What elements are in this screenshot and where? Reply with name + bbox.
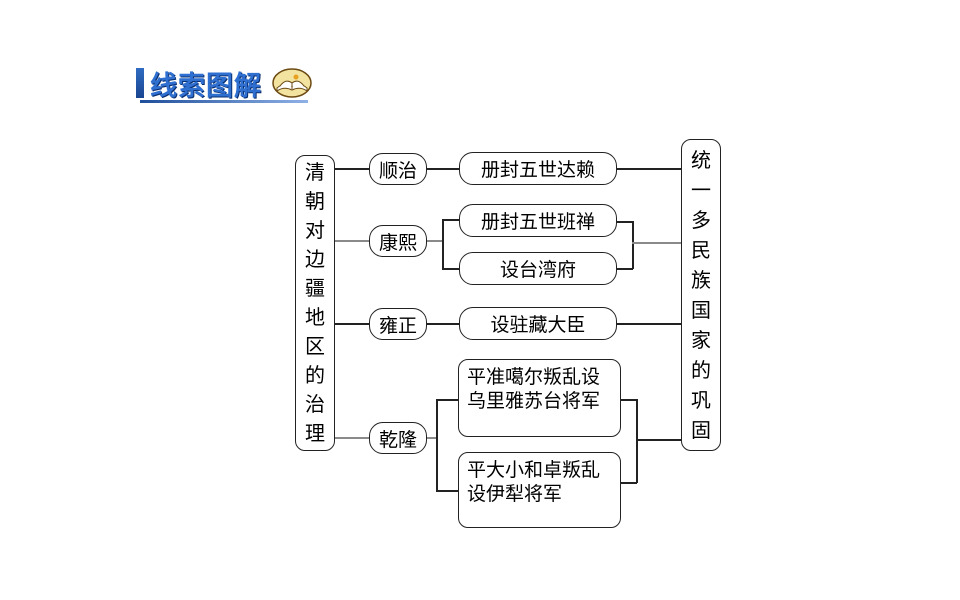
connector-kangxi-bracket [427, 240, 443, 242]
emperor-qianlong: 乾隆 [369, 422, 427, 454]
section-header: 线索图解 [136, 64, 316, 104]
header-underline [140, 100, 308, 103]
emperor-shunzhi: 顺治 [369, 153, 427, 185]
emperor-kangxi: 康熙 [369, 225, 427, 257]
header-accent-bar [136, 68, 144, 98]
connector-yongzheng-event [427, 323, 459, 325]
kangxi-bracket-vertical [442, 219, 444, 269]
connector-left-kangxi [333, 240, 369, 242]
left-title-char: 地 [305, 305, 325, 329]
kangxi-bracket-bottom [442, 268, 460, 270]
right-title-char: 统 [691, 148, 711, 172]
right-bracket-qianlong-top [621, 399, 637, 401]
kangxi-bracket-top [442, 219, 460, 221]
right-title-char: 民 [691, 238, 711, 262]
left-title-char: 的 [305, 363, 325, 387]
right-title-char: 多 [691, 208, 711, 232]
connector-left-shunzhi [333, 168, 369, 170]
left-title-char: 疆 [305, 276, 325, 300]
left-title-char: 清 [305, 160, 325, 184]
left-title-char: 朝 [305, 189, 325, 213]
right-title-char: 固 [691, 418, 711, 442]
qianlong-bracket-top [436, 399, 458, 401]
right-bracket-kangxi-vertical [632, 221, 634, 269]
right-title-char: 的 [691, 358, 711, 382]
event-yongzheng-tibet: 设驻藏大臣 [459, 307, 617, 340]
connector-right-kangxi [632, 242, 682, 244]
event-shunzhi-dalai: 册封五世达赖 [459, 152, 617, 185]
event-qianlong-dzungar: 平准噶尔叛乱设乌里雅苏台将军 [458, 359, 621, 437]
event-kangxi-taiwan: 设台湾府 [459, 252, 617, 285]
connector-left-yongzheng [333, 323, 369, 325]
emperor-yongzheng: 雍正 [369, 308, 427, 340]
left-title-char: 治 [305, 392, 325, 416]
connector-right-qianlong [636, 439, 682, 441]
event-qianlong-khoja: 平大小和卓叛乱设伊犁将军 [458, 452, 621, 528]
connector-shunzhi-event [427, 168, 459, 170]
right-title-char: 巩 [691, 388, 711, 412]
qianlong-bracket-vertical [436, 399, 438, 491]
right-bracket-qianlong-vertical [636, 399, 638, 483]
header-title: 线索图解 [150, 71, 262, 102]
connector-left-qianlong [333, 437, 369, 439]
qianlong-bracket-bottom [436, 490, 458, 492]
left-title-box: 清 朝 对 边 疆 地 区 的 治 理 [295, 155, 335, 451]
left-title-char: 对 [305, 218, 325, 242]
connector-right-yongzheng [617, 323, 682, 325]
right-title-box: 统 一 多 民 族 国 家 的 巩 固 [681, 139, 721, 451]
right-bracket-kangxi-top [617, 221, 633, 223]
right-bracket-qianlong-bottom [621, 482, 637, 484]
right-title-char: 族 [691, 268, 711, 292]
connector-right-shunzhi [617, 168, 682, 170]
left-title-char: 理 [305, 421, 325, 445]
right-title-char: 国 [691, 298, 711, 322]
left-title-char: 区 [305, 334, 325, 358]
right-title-char: 家 [691, 328, 711, 352]
open-book-icon [272, 68, 312, 98]
event-kangxi-panchen: 册封五世班禅 [459, 204, 617, 237]
right-bracket-kangxi-bottom [617, 268, 633, 270]
left-title-char: 边 [305, 247, 325, 271]
connector-qianlong-bracket [427, 437, 437, 439]
right-title-char: 一 [691, 178, 711, 202]
